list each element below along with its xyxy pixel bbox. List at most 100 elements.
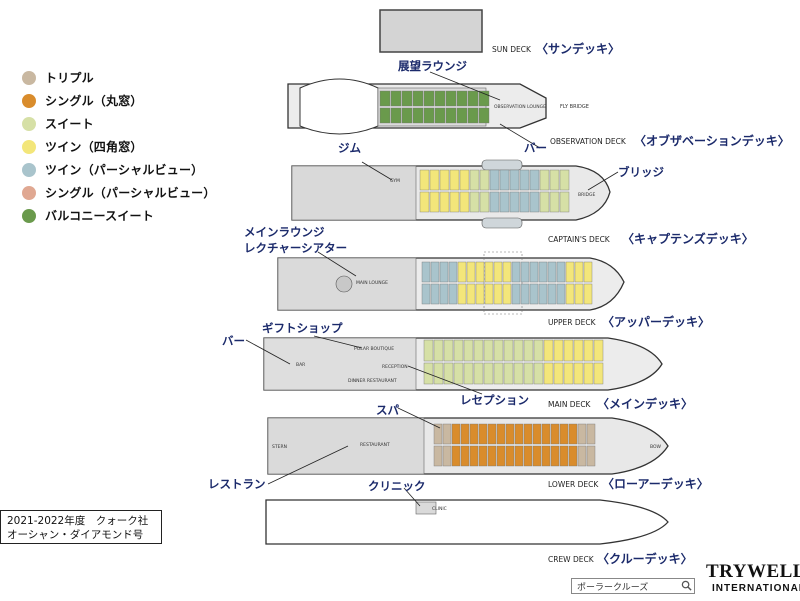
- deck-label-en: OBSERVATION DECK: [550, 137, 627, 146]
- cabin-legend: トリプルシングル（丸窓）スイートツイン（四角窓）ツイン（パーシャルビュー）シング…: [22, 66, 216, 227]
- legend-label: バルコニースイート: [45, 209, 154, 223]
- cabin: [556, 283, 566, 305]
- spa-callout: スパ: [376, 403, 399, 417]
- caption-line-2: オーシャン・ダイアモンド号: [7, 529, 144, 541]
- cabin: [439, 283, 449, 305]
- legend-label: シングル（丸窓）: [45, 94, 143, 108]
- crew-deck-plan: CLINIC: [265, 499, 669, 545]
- cabin: [463, 339, 474, 362]
- bridge-callout: ブリッジ: [618, 165, 664, 179]
- legend-item: バルコニースイート: [22, 204, 216, 227]
- cabin: [390, 90, 402, 107]
- cabin: [489, 191, 500, 213]
- cabin: [577, 423, 587, 445]
- search-icon[interactable]: [681, 580, 692, 591]
- cabin: [519, 191, 530, 213]
- cabin: [493, 339, 504, 362]
- cabin: [532, 445, 542, 467]
- deck-label-ja: 〈メインデッキ〉: [597, 396, 693, 411]
- cabin: [541, 445, 551, 467]
- cabin: [529, 191, 540, 213]
- deck-label-ja: 〈オブザベーションデッキ〉: [634, 133, 790, 148]
- cabin: [520, 283, 530, 305]
- lower-deck-plan: STERN RESTAURANT BOW: [267, 417, 669, 475]
- cabin: [487, 423, 497, 445]
- cabin: [443, 362, 454, 385]
- legend-item: シングル（丸窓）: [22, 89, 216, 112]
- cabin: [583, 339, 594, 362]
- cabin: [379, 107, 391, 124]
- cabin: [538, 261, 548, 283]
- cabin: [442, 445, 452, 467]
- cabin: [442, 423, 452, 445]
- clinic-callout: クリニック: [368, 479, 426, 493]
- legend-swatch: [22, 139, 36, 154]
- cabin: [529, 283, 539, 305]
- stern-plan-label: STERN: [272, 444, 287, 450]
- cabin: [453, 339, 464, 362]
- gym-callout: ジム: [338, 141, 361, 155]
- legend-item: スイート: [22, 112, 216, 135]
- cabin: [541, 423, 551, 445]
- cabin: [445, 107, 457, 124]
- cabin: [484, 261, 494, 283]
- cabin: [539, 191, 550, 213]
- search-box[interactable]: ポーラークルーズ: [571, 578, 695, 594]
- brand-line-1: TRYWELL: [706, 561, 800, 582]
- cabin: [559, 445, 569, 467]
- cabin: [496, 423, 506, 445]
- cabin: [449, 191, 460, 213]
- cabin: [448, 283, 458, 305]
- cabin: [550, 423, 560, 445]
- cabin: [543, 362, 554, 385]
- reception-plan-label: RECEPTION: [382, 364, 408, 370]
- cabin: [478, 423, 488, 445]
- cabin: [505, 423, 515, 445]
- cabin: [503, 339, 514, 362]
- legend-item: ツイン（四角窓）: [22, 135, 216, 158]
- cabin: [547, 261, 557, 283]
- cabin: [456, 90, 468, 107]
- cabin: [483, 362, 494, 385]
- cabin: [577, 445, 587, 467]
- cabin: [475, 261, 485, 283]
- cabin: [433, 339, 444, 362]
- brand-line-2: INTERNATIONAL: [712, 583, 800, 594]
- deck-label-ja: 〈アッパーデッキ〉: [602, 314, 710, 329]
- caption-line-1: 2021-2022年度 クォーク社: [7, 515, 149, 527]
- cabin: [553, 362, 564, 385]
- cabin: [469, 191, 480, 213]
- cabin: [559, 191, 570, 213]
- cabin: [583, 261, 593, 283]
- cabin: [574, 283, 584, 305]
- cabin: [475, 283, 485, 305]
- cabin: [529, 169, 540, 191]
- cabin: [568, 445, 578, 467]
- deck-label-en: CREW DECK: [548, 555, 595, 564]
- cabin: [412, 107, 424, 124]
- cabin: [479, 169, 490, 191]
- cabin: [456, 107, 468, 124]
- deck-label-en: UPPER DECK: [548, 318, 597, 327]
- cabin: [523, 362, 534, 385]
- cabin: [514, 445, 524, 467]
- cabin: [549, 169, 560, 191]
- cabin: [532, 423, 542, 445]
- reception-callout: レセプション: [460, 393, 529, 407]
- cabin: [434, 107, 446, 124]
- upper-deck-plan: MAIN LOUNGE: [277, 251, 625, 315]
- cabin: [538, 283, 548, 305]
- deck-label-en: LOWER DECK: [548, 480, 599, 489]
- cabin: [499, 169, 510, 191]
- cabin: [559, 169, 570, 191]
- main-lounge-callout: メインラウンジ: [244, 225, 325, 239]
- cabin: [473, 362, 484, 385]
- cabin: [502, 261, 512, 283]
- cabin: [568, 423, 578, 445]
- gift-shop-callout: ギフトショップ: [262, 321, 343, 335]
- restaurant-callout: レストラン: [208, 477, 266, 491]
- cabin: [423, 339, 434, 362]
- cabin: [433, 362, 444, 385]
- cabin: [478, 445, 488, 467]
- cabin: [502, 283, 512, 305]
